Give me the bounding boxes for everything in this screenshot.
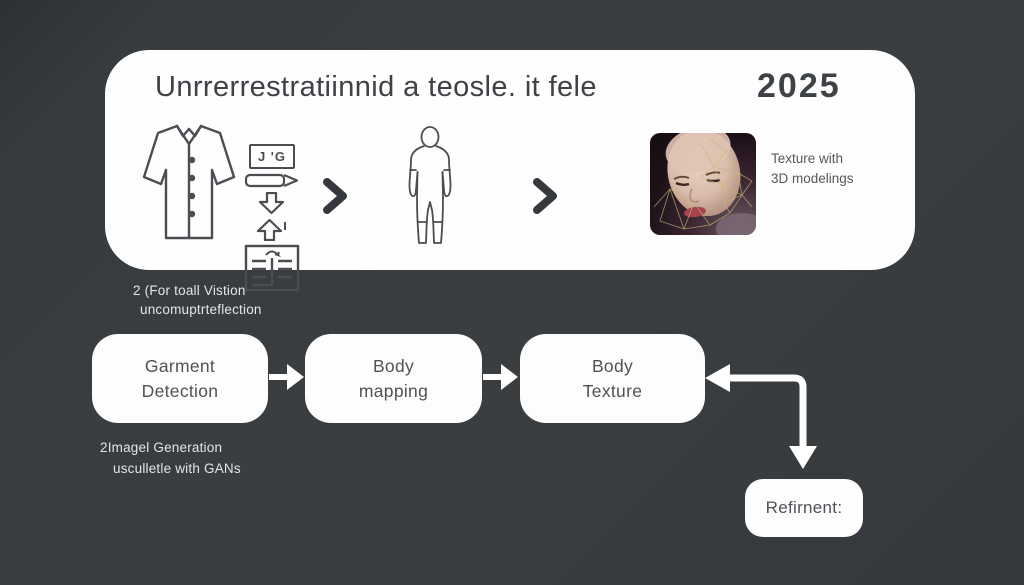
flow-box-label-line1: Body (591, 355, 634, 376)
flow-box-label-line1: Garment (144, 355, 216, 376)
flow-box-refinement: Refirnent: (745, 479, 863, 537)
arrow-down-outline-icon (258, 192, 285, 215)
flow-arrow-right-icon (483, 364, 518, 390)
face-caption-line1: Texture with (771, 151, 844, 166)
flow-box-label-line1: Body (372, 355, 415, 376)
shirt-icon (138, 120, 240, 253)
flow-box-garment-detection: Garment Detection (92, 334, 268, 423)
note-vision: 2 (For toall Vistion uncomuptrteflection (133, 282, 262, 319)
flow-box-body-texture: Body Texture (520, 334, 705, 423)
face-caption-line2: 3D modelings (771, 171, 854, 186)
flow-box-body-mapping: Body mapping (305, 334, 482, 423)
note-gan-line2: usculletle with GANs (113, 461, 241, 476)
card-year: 2025 (757, 67, 841, 105)
elbow-arrow-icon (705, 364, 817, 469)
flow-box-label-line2: Texture (582, 380, 643, 401)
card-title: Unrrerrestratiinnid a teosle. it fele (155, 71, 597, 103)
header-card: Unrrerrestratiinnid a teosle. it fele 20… (105, 50, 915, 292)
note-gan: 2Imagel Generation usculletle with GANs (100, 437, 241, 479)
chevron-right-icon (323, 178, 347, 214)
face-caption: Texture with 3D modelings (771, 149, 854, 189)
chevron-right-icon (533, 178, 557, 214)
note-vision-line2: uncomuptrteflection (140, 301, 262, 317)
flow-box-label-line2: Detection (141, 380, 219, 401)
pencil-icon (244, 173, 299, 188)
document-lines-icon (244, 244, 300, 292)
human-body-icon (398, 126, 462, 253)
arrow-up-outline-icon (256, 218, 286, 241)
flow-box-label-line2: mapping (358, 380, 429, 401)
flow-arrow-right-icon (269, 364, 304, 390)
face-mesh-image (650, 133, 756, 235)
note-gan-line1: 2Imagel Generation (100, 440, 223, 455)
process-icon-column: J 'G (244, 144, 300, 294)
note-vision-line1: 2 (For toall Vistion (133, 283, 246, 298)
glyph-box-icon: J 'G (249, 144, 295, 169)
